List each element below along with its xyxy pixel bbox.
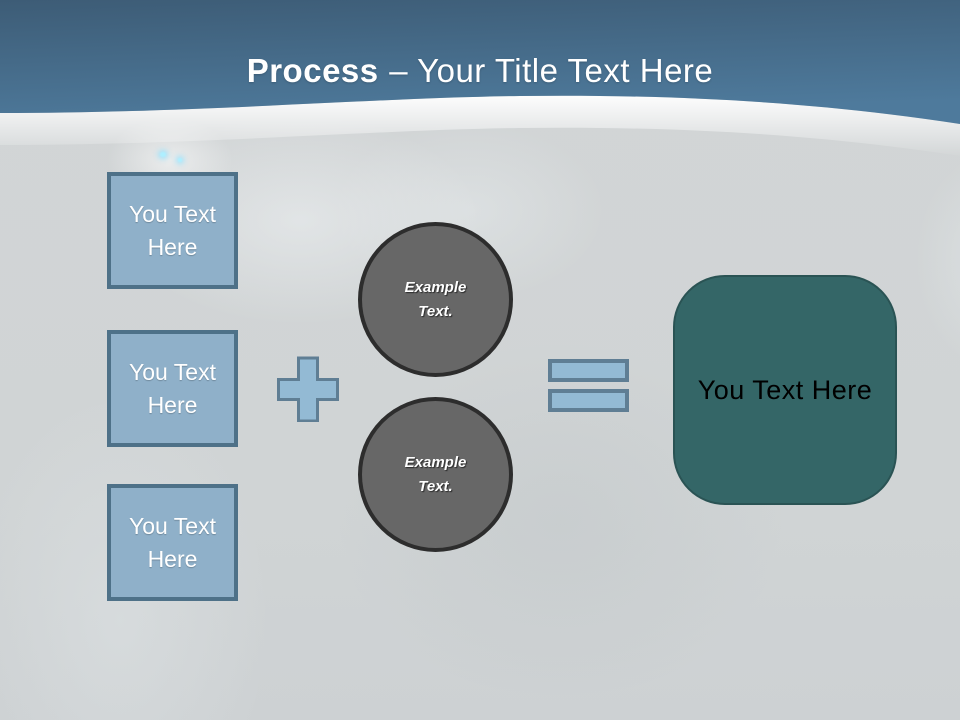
- input-placeholder-1[interactable]: You Text Here: [107, 172, 238, 289]
- header-wave-highlight: [0, 95, 960, 156]
- header-wave: [0, 0, 960, 156]
- result-placeholder[interactable]: You Text Here: [673, 275, 897, 505]
- example-circle-1[interactable]: Example Text.: [358, 222, 513, 377]
- input-placeholder-3-label: You Text Here: [129, 513, 216, 572]
- header-blue-band: [0, 0, 960, 124]
- input-placeholder-3[interactable]: You Text Here: [107, 484, 238, 601]
- slide-title-keyword: Process: [246, 52, 379, 89]
- equals-bar-top: [548, 359, 629, 382]
- plus-icon: [277, 356, 339, 427]
- input-placeholder-2-label: You Text Here: [129, 359, 216, 418]
- slide-title-text: – Your Title Text Here: [389, 52, 714, 89]
- input-placeholder-2[interactable]: You Text Here: [107, 330, 238, 447]
- example-circle-1-label: Example Text.: [404, 279, 467, 320]
- input-placeholder-1-label: You Text Here: [129, 201, 216, 260]
- equals-bar-bottom: [548, 389, 629, 412]
- equals-icon: [548, 359, 629, 412]
- example-circle-2-label: Example Text.: [404, 454, 467, 495]
- slide-title: Process – Your Title Text Here: [0, 52, 960, 90]
- example-circle-2[interactable]: Example Text.: [358, 397, 513, 552]
- result-placeholder-label: You Text Here: [697, 374, 873, 405]
